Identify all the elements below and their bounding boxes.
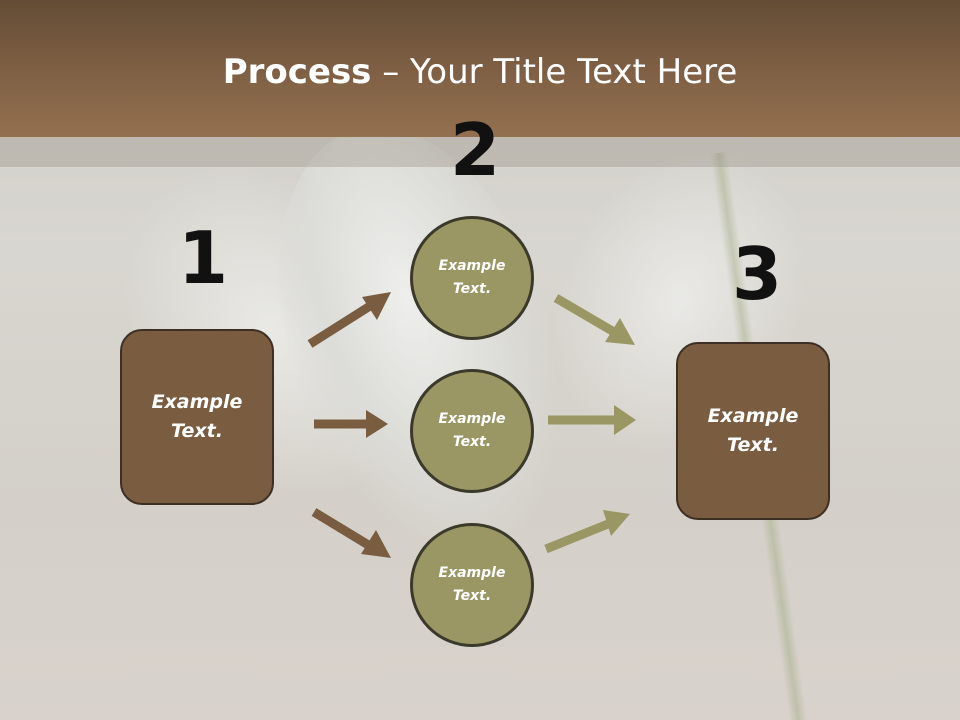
step-number-1: 1	[178, 216, 229, 300]
circle-top: Example Text.	[410, 216, 534, 340]
right-box-text: Example Text.	[707, 405, 799, 456]
arrow-left-to-middle	[314, 410, 388, 438]
circle-middle-text: Example Text.	[438, 411, 506, 450]
arrow-bottom-to-right	[544, 510, 630, 554]
circle-top-text: Example Text.	[438, 258, 506, 297]
circle-bottom: Example Text.	[410, 523, 534, 647]
arrow-top-to-right	[553, 294, 635, 345]
right-box: Example Text.	[676, 342, 830, 520]
arrow-middle-to-right	[548, 405, 636, 435]
title-rest: – Your Title Text Here	[371, 52, 738, 92]
title-bold: Process	[222, 52, 372, 92]
arrow-left-to-top	[307, 292, 391, 348]
circle-bottom-text: Example Text.	[438, 565, 506, 604]
left-box: Example Text.	[120, 329, 274, 505]
slide-title: Process – Your Title Text Here	[0, 52, 960, 92]
header-band	[0, 137, 960, 167]
header-bar	[0, 0, 960, 137]
step-number-3: 3	[732, 232, 783, 316]
left-box-text: Example Text.	[151, 391, 243, 442]
arrow-left-to-bottom	[311, 508, 391, 558]
circle-middle: Example Text.	[410, 369, 534, 493]
step-number-2: 2	[450, 108, 501, 192]
